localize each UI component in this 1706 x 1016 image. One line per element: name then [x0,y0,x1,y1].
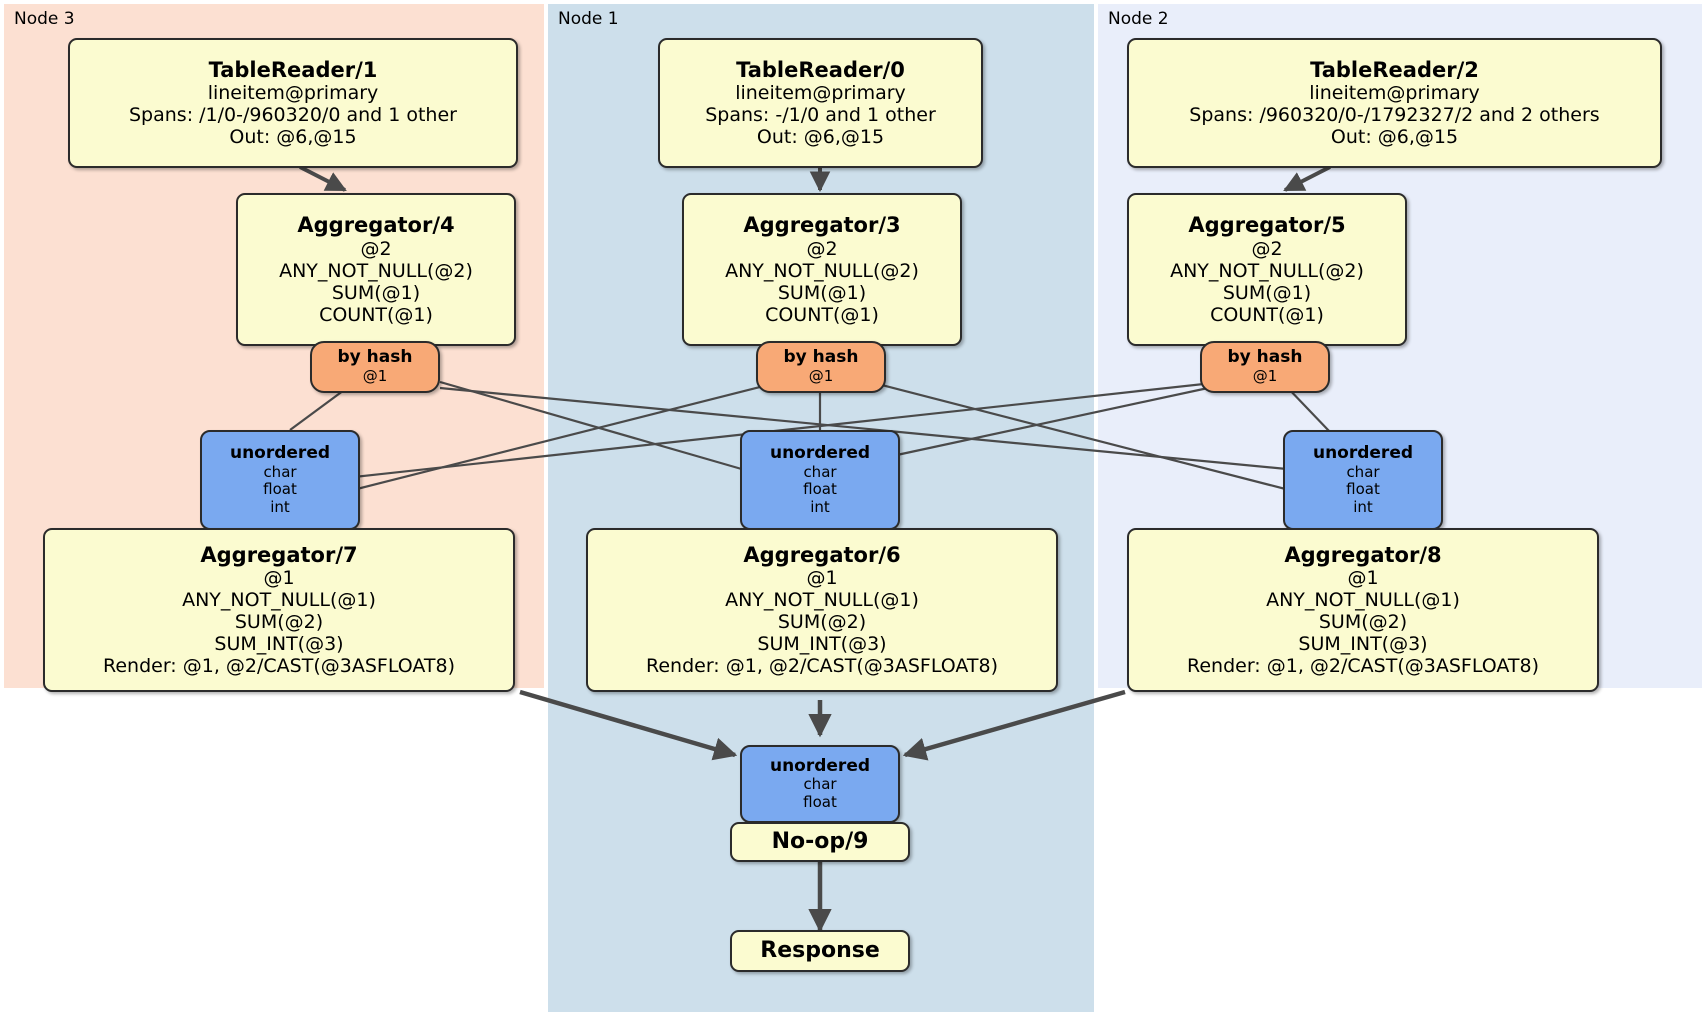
router-title: by hash [337,347,413,368]
node-aggregator-6[interactable]: Aggregator/6 @1 ANY_NOT_NULL(@1) SUM(@2)… [586,528,1058,692]
node-line: Out: @6,@15 [756,126,885,149]
node-line: lineitem@primary [207,82,379,105]
node-title: Response [760,938,880,964]
node-line: COUNT(@1) [1210,303,1324,326]
node-line: ANY_NOT_NULL(@1) [1266,589,1460,612]
node-title: TableReader/2 [1310,57,1479,82]
node-line: Render: @1, @2/CAST(@3ASFLOAT8) [646,655,998,678]
node-line: SUM(@2) [1318,611,1408,634]
node-line: SUM_INT(@3) [214,633,344,656]
node-line: @1 [806,567,838,590]
node-aggregator-7[interactable]: Aggregator/7 @1 ANY_NOT_NULL(@1) SUM(@2)… [43,528,515,692]
node-line: Render: @1, @2/CAST(@3ASFLOAT8) [1187,655,1539,678]
node-title: No-op/9 [771,829,869,855]
node-line: SUM(@1) [777,281,867,304]
node-title: Aggregator/4 [297,213,455,238]
node-noop-9[interactable]: No-op/9 [730,822,910,862]
node-line: @2 [1251,237,1283,260]
node-line: @2 [806,237,838,260]
cluster-node-1-label: Node 1 [558,9,619,29]
router-by-hash-node1[interactable]: by hash @1 [756,341,886,393]
node-line: @1 [263,567,295,590]
node-line: @1 [1347,567,1379,590]
node-title: Aggregator/8 [1284,542,1442,567]
stream-line: int [270,497,290,516]
stream-line: char [263,462,297,481]
node-aggregator-5[interactable]: Aggregator/5 @2 ANY_NOT_NULL(@2) SUM(@1)… [1127,193,1407,346]
router-title: by hash [783,347,859,368]
node-line: Render: @1, @2/CAST(@3ASFLOAT8) [103,655,455,678]
node-line: SUM(@2) [777,611,867,634]
cluster-node-2-label: Node 2 [1108,9,1169,29]
router-line: @1 [808,367,834,386]
node-line: Spans: /960320/0-/1792327/2 and 2 others [1189,104,1600,127]
router-by-hash-node2[interactable]: by hash @1 [1200,341,1330,393]
node-title: TableReader/0 [736,57,905,82]
stream-line: int [1353,497,1373,516]
node-title: TableReader/1 [208,57,378,82]
node-line: COUNT(@1) [765,303,879,326]
router-by-hash-node3[interactable]: by hash @1 [310,341,440,393]
node-line: Spans: /1/0-/960320/0 and 1 other [129,104,457,127]
node-line: Spans: -/1/0 and 1 other [705,104,936,127]
node-line: ANY_NOT_NULL(@2) [725,259,919,282]
node-line: lineitem@primary [1309,82,1480,105]
stream-line: int [810,497,830,516]
stream-title: unordered [769,755,871,776]
router-title: by hash [1227,347,1303,368]
node-line: SUM(@1) [331,281,421,304]
stream-title: unordered [1312,443,1414,464]
node-title: Aggregator/7 [200,542,358,567]
node-line: SUM_INT(@3) [757,633,887,656]
stream-unordered-final[interactable]: unordered char float [740,745,900,823]
router-line: @1 [1252,367,1278,386]
stream-line: float [263,480,297,499]
node-tablereader-1[interactable]: TableReader/1 lineitem@primary Spans: /1… [68,38,518,168]
node-line: Out: @6,@15 [1330,126,1459,149]
node-line: @2 [360,237,392,260]
node-aggregator-3[interactable]: Aggregator/3 @2 ANY_NOT_NULL(@2) SUM(@1)… [682,193,962,346]
stream-line: char [1346,462,1380,481]
node-tablereader-2[interactable]: TableReader/2 lineitem@primary Spans: /9… [1127,38,1662,168]
node-title: Aggregator/3 [743,213,901,238]
node-line: ANY_NOT_NULL(@2) [1170,259,1364,282]
stream-title: unordered [229,443,331,464]
node-tablereader-0[interactable]: TableReader/0 lineitem@primary Spans: -/… [658,38,983,168]
node-line: ANY_NOT_NULL(@1) [182,589,376,612]
stream-unordered-node2[interactable]: unordered char float int [1283,430,1443,530]
node-line: ANY_NOT_NULL(@1) [725,589,919,612]
node-response[interactable]: Response [730,930,910,972]
node-line: SUM_INT(@3) [1298,633,1428,656]
node-line: SUM(@1) [1222,281,1312,304]
stream-unordered-node3[interactable]: unordered char float int [200,430,360,530]
node-title: Aggregator/6 [743,542,901,567]
stream-unordered-node1[interactable]: unordered char float int [740,430,900,530]
stream-title: unordered [769,443,871,464]
router-line: @1 [362,367,388,386]
stream-line: float [803,480,837,499]
node-line: COUNT(@1) [319,303,433,326]
node-line: lineitem@primary [735,82,906,105]
stream-line: float [1346,480,1380,499]
stream-line: char [803,775,837,794]
stream-line: float [803,792,837,811]
node-aggregator-8[interactable]: Aggregator/8 @1 ANY_NOT_NULL(@1) SUM(@2)… [1127,528,1599,692]
node-title: Aggregator/5 [1188,213,1346,238]
cluster-node-3-label: Node 3 [14,9,75,29]
node-aggregator-4[interactable]: Aggregator/4 @2 ANY_NOT_NULL(@2) SUM(@1)… [236,193,516,346]
node-line: ANY_NOT_NULL(@2) [279,259,473,282]
node-line: Out: @6,@15 [229,126,357,149]
stream-line: char [803,462,837,481]
node-line: SUM(@2) [234,611,324,634]
